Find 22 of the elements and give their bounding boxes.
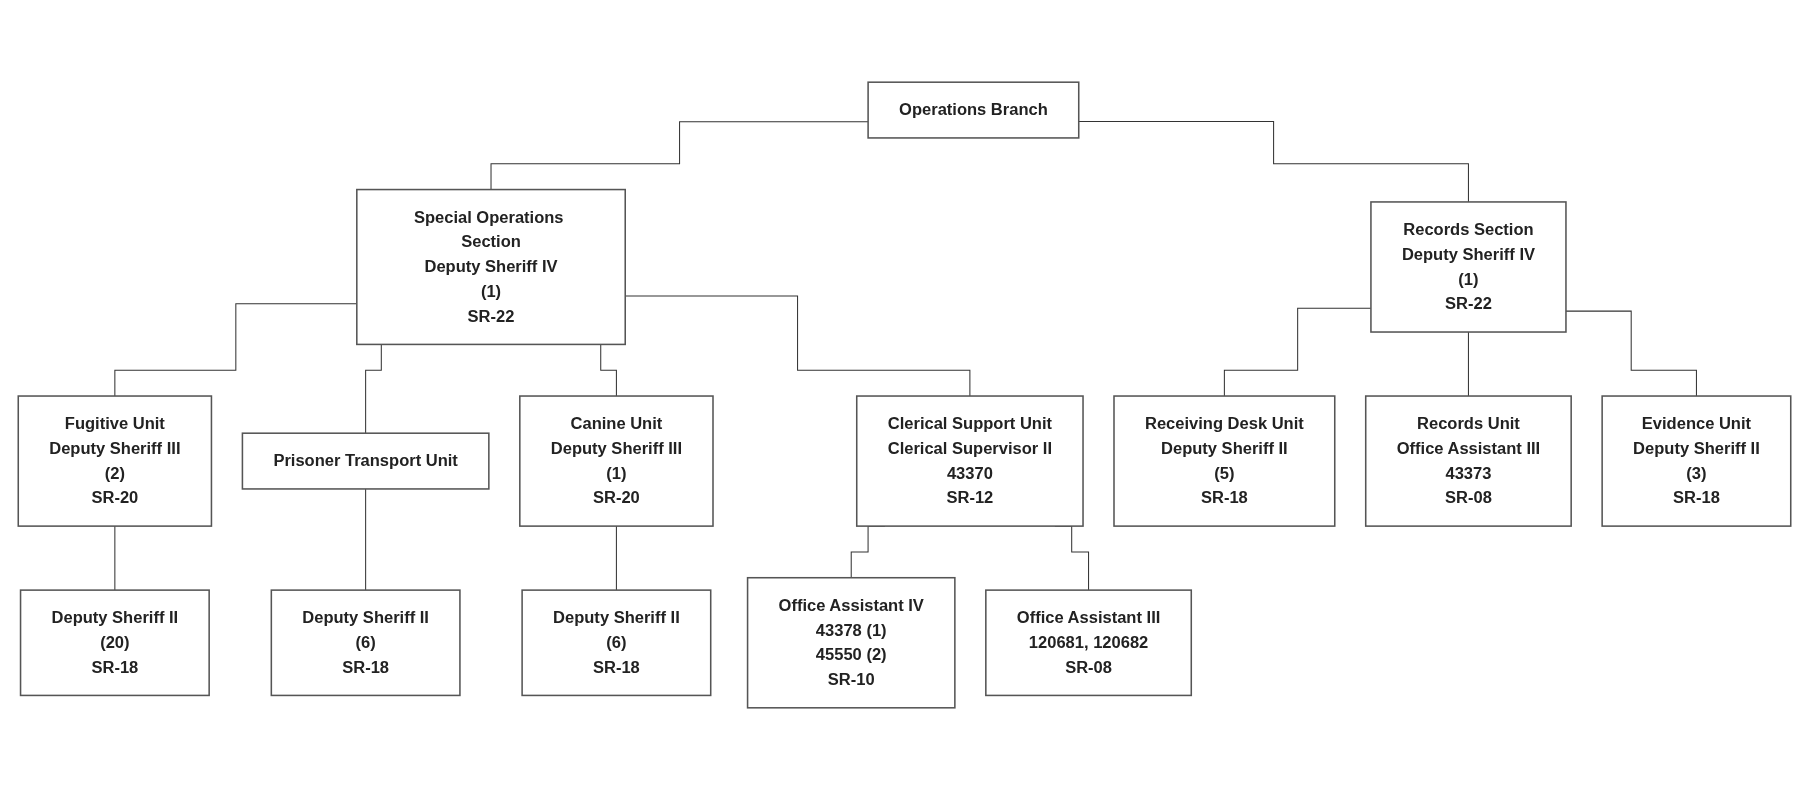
node-box: Operations Branch [867,81,1080,139]
node-box: Office Assistant IV 43378 (1) 45550 (2) SR-10 [746,576,956,709]
node-box: Office Assistant III 120681, 120682 SR-08 [985,589,1193,697]
connector [615,525,617,591]
connector [1565,310,1697,397]
node-box: Prisoner Transport Unit [241,432,490,490]
node-box: Deputy Sheriff II (6) SR-18 [521,589,712,697]
connector [114,525,116,591]
connector [1078,120,1469,203]
node-box: Special Operations Section Deputy Sheriff IV (1) SR-22 [356,188,626,346]
connector [1467,331,1469,397]
node-box: Evidence Unit Deputy Sheriff II (3) SR-18 [1601,395,1792,527]
node-box: Records Unit Office Assistant III 43373 SR-08 [1364,395,1572,527]
node-box: Receiving Desk Unit Deputy Sheriff II (5) SR-18 [1113,395,1336,527]
connector [490,121,869,191]
node-box: Clerical Support Unit Clerical Supervisor II 43370 SR-12 [855,395,1084,527]
node-box: Fugitive Unit Deputy Sheriff III (2) SR-20 [17,395,213,527]
node-box: Deputy Sheriff II (20) SR-18 [19,589,210,697]
node-box: Canine Unit Deputy Sheriff III (1) SR-20 [519,395,714,527]
connector [365,488,367,591]
node-box: Deputy Sheriff II (6) SR-18 [270,589,461,697]
node-box: Records Section Deputy Sheriff IV (1) SR-22 [1370,201,1567,333]
